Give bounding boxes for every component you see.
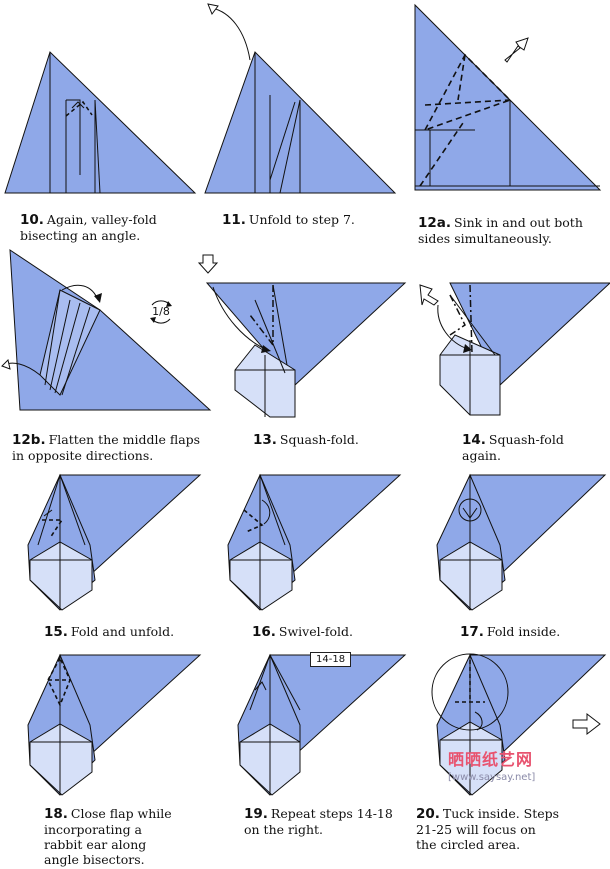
step-number: 12b. xyxy=(12,432,46,448)
step-11-diagram xyxy=(200,0,410,200)
step-10-diagram xyxy=(0,40,200,200)
step-text: Fold inside. xyxy=(487,624,560,639)
step-number: 10. xyxy=(20,212,44,228)
step-18-caption: 18.Close flap while incorporating a rabb… xyxy=(44,806,204,867)
step-text: Fold and unfold. xyxy=(71,624,174,639)
step-number: 11. xyxy=(222,212,246,228)
step-12a-diagram xyxy=(410,0,610,200)
step-text: Unfold to step 7. xyxy=(249,212,355,227)
step-number: 19. xyxy=(244,806,268,822)
step-number: 18. xyxy=(44,806,68,822)
step-14-caption: 14.Squash-fold again. xyxy=(462,432,602,463)
step-number: 12a. xyxy=(418,215,451,231)
step-text: Swivel-fold. xyxy=(279,624,353,639)
step-10-caption: 10.Again, valley-fold bisecting an angle… xyxy=(20,212,200,243)
step-12a-caption: 12a.Sink in and out both sides simultane… xyxy=(418,215,608,246)
rotate-symbol: 1/8 xyxy=(146,297,176,327)
step-number: 20. xyxy=(416,806,440,822)
step-15-diagram xyxy=(0,470,205,615)
repeat-steps-tag: 14-18 xyxy=(310,652,351,667)
rotation-label: 1/8 xyxy=(152,305,170,318)
step-11-caption: 11.Unfold to step 7. xyxy=(222,212,402,228)
step-14-diagram xyxy=(410,255,610,420)
step-number: 17. xyxy=(460,624,484,640)
step-16-caption: 16.Swivel-fold. xyxy=(252,624,412,640)
watermark: 晒晒纸艺网 [www.saysay.net] xyxy=(448,746,535,783)
step-19-diagram xyxy=(200,650,410,800)
watermark-title: 晒晒纸艺网 xyxy=(448,750,533,769)
step-number: 13. xyxy=(253,432,277,448)
step-20-caption: 20.Tuck inside. Steps 21-25 will focus o… xyxy=(416,806,606,852)
step-15-caption: 15.Fold and unfold. xyxy=(44,624,204,640)
step-17-caption: 17.Fold inside. xyxy=(460,624,610,640)
step-number: 16. xyxy=(252,624,276,640)
step-19-caption: 19.Repeat steps 14-18 on the right. xyxy=(244,806,414,837)
step-number: 15. xyxy=(44,624,68,640)
step-13-caption: 13.Squash-fold. xyxy=(253,432,403,448)
step-17-diagram xyxy=(405,470,610,615)
step-12b-caption: 12b.Flatten the middle flaps in opposite… xyxy=(12,432,212,463)
watermark-url: [www.saysay.net] xyxy=(448,772,535,783)
step-16-diagram xyxy=(200,470,405,615)
step-number: 14. xyxy=(462,432,486,448)
step-12b-diagram xyxy=(0,245,215,415)
step-text: Squash-fold. xyxy=(280,432,359,447)
step-13-diagram xyxy=(195,245,410,420)
step-18-diagram xyxy=(0,650,205,800)
